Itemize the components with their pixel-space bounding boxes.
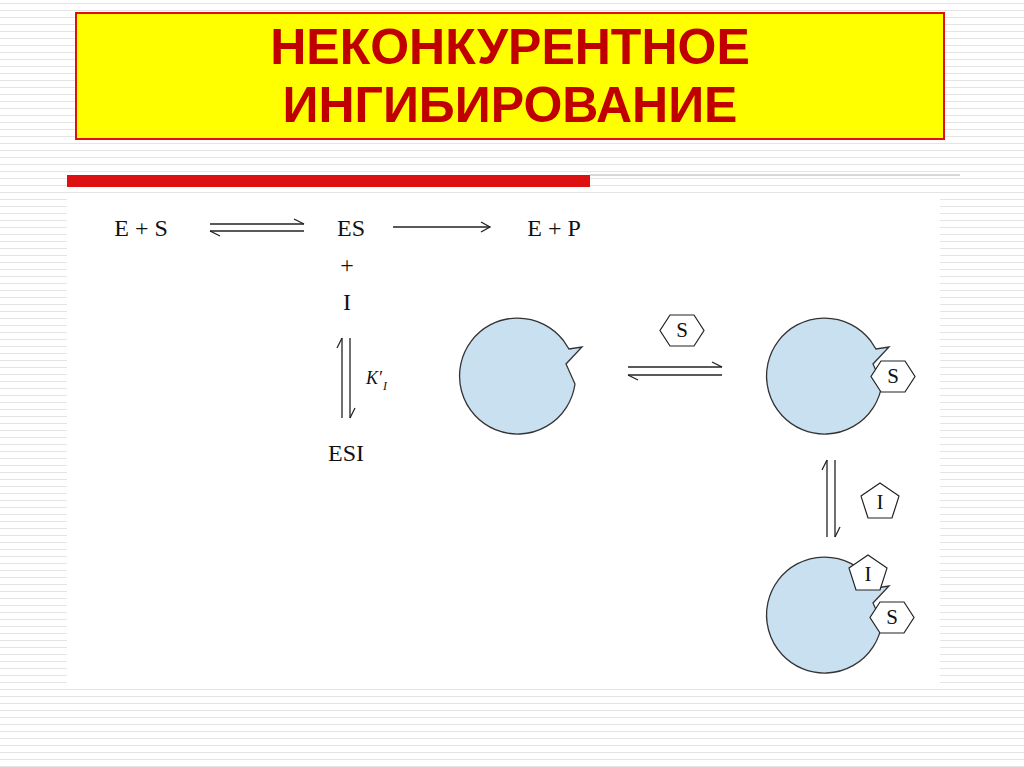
enzyme-free — [460, 318, 582, 434]
inhibitor-pentagon: I — [848, 554, 888, 591]
reaction-arrows — [210, 219, 840, 537]
node-shape — [849, 555, 887, 590]
inhibitor-pentagon: I — [860, 482, 900, 519]
slide-title: НЕКОНКУРЕНТНОЕ ИНГИБИРОВАНИЕ — [200, 18, 820, 134]
equation-label: + — [340, 253, 354, 277]
node-text: S — [886, 607, 898, 628]
white-panel — [67, 195, 940, 685]
equation-label: E + S — [114, 216, 168, 240]
equation-label: K′ — [366, 369, 382, 387]
title-box: НЕКОНКУРЕНТНОЕ ИНГИБИРОВАНИЕ — [75, 12, 945, 140]
node-shape — [871, 361, 915, 392]
equation-label: ES — [337, 216, 365, 240]
substrate-hexagon: S — [659, 314, 705, 347]
equation-label: E + P — [527, 216, 581, 240]
equation-label: I — [343, 290, 351, 314]
node-shape — [870, 602, 914, 633]
node-text: S — [676, 320, 688, 341]
node-shape — [660, 315, 704, 346]
red-bar — [67, 175, 590, 187]
node-text: S — [887, 366, 899, 387]
node-shape — [861, 483, 899, 518]
substrate-hexagon: S — [870, 360, 916, 393]
equation-label: ESI — [328, 441, 364, 465]
rule-line — [590, 175, 960, 176]
equation-label: I — [383, 380, 387, 392]
substrate-hexagon: S — [869, 601, 915, 634]
node-text: I — [877, 492, 884, 513]
node-text: I — [865, 564, 872, 585]
